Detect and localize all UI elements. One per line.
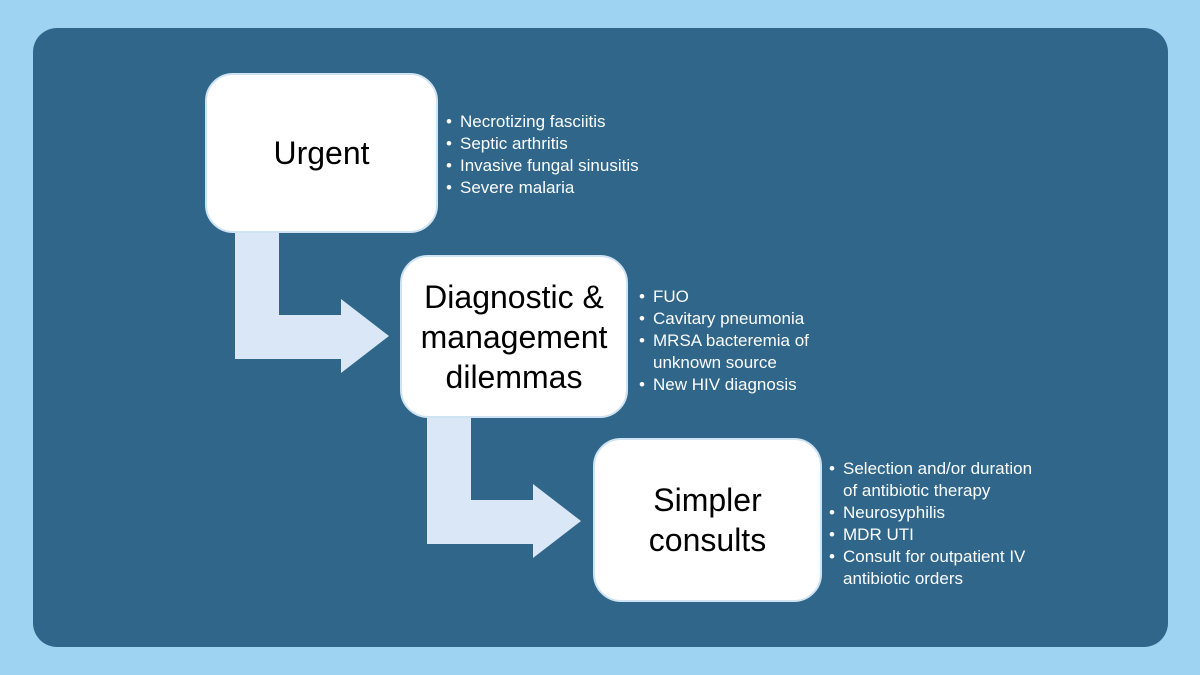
bullet-item: Selection and/or duration of antibiotic … bbox=[829, 458, 1039, 502]
bullet-item: Consult for outpatient IV antibiotic ord… bbox=[829, 546, 1039, 590]
bullet-list-simpler: Selection and/or duration of antibiotic … bbox=[829, 458, 1039, 590]
bent-arrow-icon bbox=[235, 233, 389, 373]
bullet-item: MRSA bacteremia of unknown source bbox=[639, 330, 817, 374]
bent-arrow-icon bbox=[427, 418, 581, 558]
bullet-item: Necrotizing fasciitis bbox=[446, 111, 646, 133]
bullet-item: FUO bbox=[639, 286, 817, 308]
step-box-urgent: Urgent bbox=[205, 73, 438, 233]
step-title: Urgent bbox=[273, 135, 370, 171]
bullet-list-urgent: Necrotizing fasciitisSeptic arthritisInv… bbox=[446, 111, 646, 199]
bullet-item: New HIV diagnosis bbox=[639, 374, 817, 396]
bullet-item: Cavitary pneumonia bbox=[639, 308, 817, 330]
step-title: Diagnostic & management dilemmas bbox=[420, 278, 608, 395]
bullet-item: Septic arthritis bbox=[446, 133, 646, 155]
bullet-list-dilemmas: FUOCavitary pneumoniaMRSA bacteremia of … bbox=[639, 286, 817, 396]
bullet-item: Neurosyphilis bbox=[829, 502, 1039, 524]
bullet-item: Severe malaria bbox=[446, 177, 646, 199]
step-title: Simpler consults bbox=[648, 482, 767, 558]
bullet-item: Invasive fungal sinusitis bbox=[446, 155, 646, 177]
bullet-item: MDR UTI bbox=[829, 524, 1039, 546]
step-box-simpler: Simpler consults bbox=[593, 438, 822, 602]
step-box-dilemmas: Diagnostic & management dilemmas bbox=[400, 255, 628, 418]
diagram-panel: Urgent Necrotizing fasciitisSeptic arthr… bbox=[33, 28, 1168, 647]
